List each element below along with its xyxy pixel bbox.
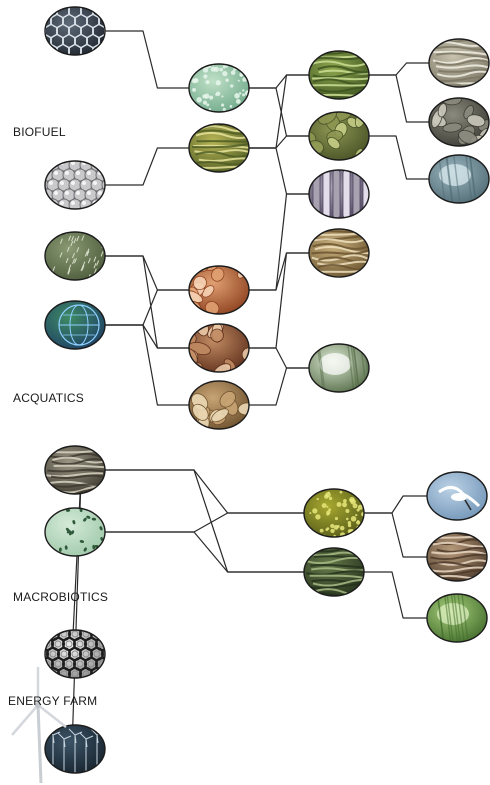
node-leaves xyxy=(427,594,487,642)
label-acquatics: ACQUATICS xyxy=(13,391,84,405)
node-coral xyxy=(309,170,370,218)
edge-cells-to-lichen xyxy=(103,513,306,532)
edge-shrimp-1-to-coral xyxy=(247,194,311,290)
edge-rings-to-logs xyxy=(47,470,103,654)
node-sponge xyxy=(305,105,369,168)
label-biofuel: BIOFUEL xyxy=(13,125,66,139)
node-forest xyxy=(304,547,372,600)
edge-globe-to-oysters xyxy=(103,325,191,405)
node-algae-dots xyxy=(189,63,250,112)
node-waterfall xyxy=(309,344,370,392)
edge-lichen-to-bird xyxy=(362,496,429,513)
edge-mesh-to-algae-dots xyxy=(103,31,191,88)
edge-logs-to-lichen xyxy=(103,470,306,513)
node-bird xyxy=(427,472,487,520)
edge-seagrass-to-mussels xyxy=(367,75,431,122)
node-mussels xyxy=(429,92,490,148)
edge-spheres-to-kelp xyxy=(103,148,191,185)
edge-logs-to-forest xyxy=(103,470,306,572)
edge-lichen-to-fish-pile xyxy=(362,513,429,557)
node-logs xyxy=(45,445,112,499)
wind-turbine-icon xyxy=(8,665,68,785)
edge-kelp-to-coral xyxy=(247,148,311,194)
node-fish-pile xyxy=(427,532,490,584)
node-fish-catch xyxy=(309,229,376,281)
node-fish-school xyxy=(429,155,490,203)
edge-crab-to-waterfall xyxy=(247,348,311,368)
node-kelp xyxy=(189,120,257,174)
edge-kelp-to-seagrass xyxy=(247,75,311,148)
edge-forest-to-leaves xyxy=(362,572,429,618)
edge-kelp-to-sponge xyxy=(247,136,311,148)
edge-globe-to-shrimp-1 xyxy=(103,290,191,325)
edge-algae-dots-to-seagrass xyxy=(247,75,311,88)
label-macrobiotics: MACROBIOTICS xyxy=(13,590,108,604)
node-lichen xyxy=(302,487,365,539)
node-seagrass xyxy=(309,51,377,103)
edge-cactus-to-crab xyxy=(103,256,191,348)
node-sardines xyxy=(429,38,490,92)
node-oysters xyxy=(188,381,256,437)
edge-cells-to-forest xyxy=(103,532,306,572)
edge-sponge-to-fish-school xyxy=(367,136,431,179)
node-mesh xyxy=(21,0,134,68)
node-crab xyxy=(183,318,256,381)
node-globe xyxy=(45,301,105,349)
node-cactus xyxy=(45,229,105,280)
edge-oysters-to-waterfall xyxy=(247,368,311,405)
label-energy-farm: ENERGY FARM xyxy=(8,694,97,708)
node-cells xyxy=(45,508,105,556)
edge-seagrass-to-sardines xyxy=(367,63,431,75)
node-shrimp-1 xyxy=(182,259,252,317)
